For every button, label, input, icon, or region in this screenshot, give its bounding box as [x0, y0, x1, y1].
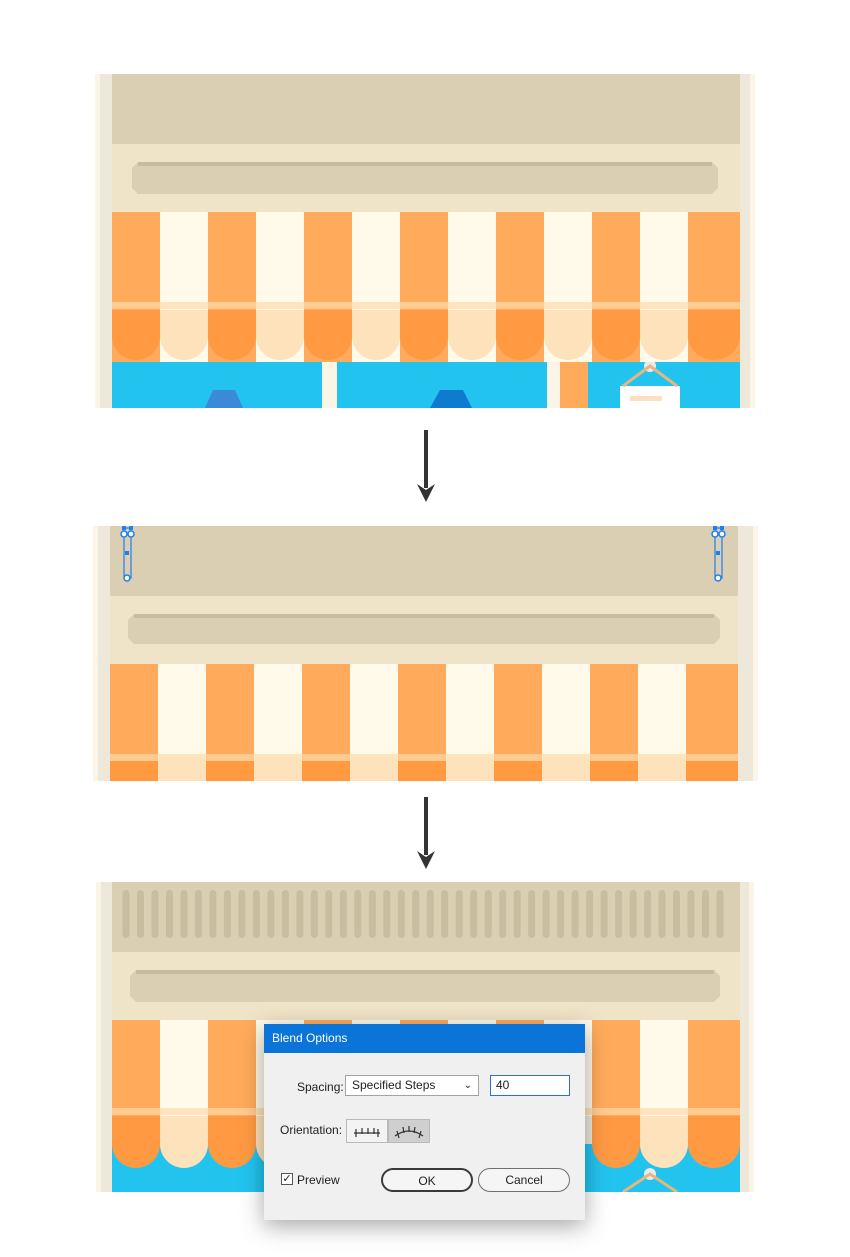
storefront-step-1	[95, 74, 755, 408]
blend-bar	[484, 890, 492, 938]
blend-bar	[267, 890, 275, 938]
blend-bar	[571, 890, 579, 938]
blended-bars	[122, 890, 724, 938]
blend-bar	[441, 890, 449, 938]
blend-bar	[615, 890, 623, 938]
dialog-title: Blend Options	[264, 1024, 585, 1053]
spacing-value: Specified Steps	[352, 1078, 436, 1092]
blend-bar	[586, 890, 594, 938]
checkmark-icon: ✓	[282, 1173, 292, 1185]
blend-bar	[673, 890, 680, 938]
blend-bar	[629, 890, 637, 938]
blend-bar	[310, 890, 318, 938]
blend-bar	[383, 890, 391, 938]
chevron-down-icon: ⌄	[463, 1080, 472, 1091]
blend-bar	[339, 890, 347, 938]
steps-input[interactable]: 40	[490, 1075, 570, 1096]
blend-bar	[470, 890, 478, 938]
blend-bar	[368, 890, 376, 938]
ok-button[interactable]: OK	[381, 1168, 473, 1192]
blend-bar	[223, 890, 231, 938]
arrow-down-icon	[417, 797, 435, 869]
align-to-page-icon	[354, 1128, 380, 1137]
align-to-page-button[interactable]	[346, 1119, 388, 1143]
blend-bar	[455, 890, 463, 938]
blend-bar	[528, 890, 536, 938]
blend-bar	[397, 890, 405, 938]
blend-bar	[426, 890, 434, 938]
spacing-label: Spacing:	[297, 1080, 344, 1094]
blend-bar	[499, 890, 507, 938]
blend-bar	[151, 890, 159, 938]
blend-bar	[194, 890, 202, 938]
blend-bar	[122, 890, 130, 938]
preview-checkbox[interactable]: ✓	[281, 1173, 293, 1185]
blend-bar	[137, 890, 144, 938]
blend-bar	[658, 890, 666, 938]
blend-bar	[281, 890, 289, 938]
arrow-down-icon	[417, 430, 435, 502]
blend-bar	[600, 890, 608, 938]
blend-bar	[542, 890, 550, 938]
blend-bar	[166, 890, 173, 938]
blend-bar	[252, 890, 260, 938]
blend-bar	[354, 890, 362, 938]
blend-bar	[716, 890, 724, 938]
blend-bar	[644, 890, 652, 938]
spacing-dropdown[interactable]: Specified Steps ⌄	[345, 1075, 479, 1096]
align-to-path-icon	[394, 1126, 424, 1139]
blend-bar	[209, 890, 217, 938]
selected-path-right[interactable]	[711, 526, 727, 586]
blend-bar	[702, 890, 709, 938]
storefront-step-2	[93, 526, 758, 781]
blend-bar	[513, 890, 521, 938]
align-to-path-button[interactable]	[388, 1119, 430, 1143]
blend-bar	[180, 890, 188, 938]
cancel-button[interactable]: Cancel	[478, 1168, 570, 1192]
blend-bar	[557, 890, 565, 938]
preview-label: Preview	[297, 1173, 340, 1187]
blend-bar	[296, 890, 304, 938]
blend-bar	[238, 890, 246, 938]
blend-bar	[412, 890, 420, 938]
blend-bar	[687, 890, 695, 938]
blend-bar	[325, 890, 333, 938]
orientation-label: Orientation:	[280, 1123, 343, 1137]
selected-path-left[interactable]	[120, 526, 136, 586]
